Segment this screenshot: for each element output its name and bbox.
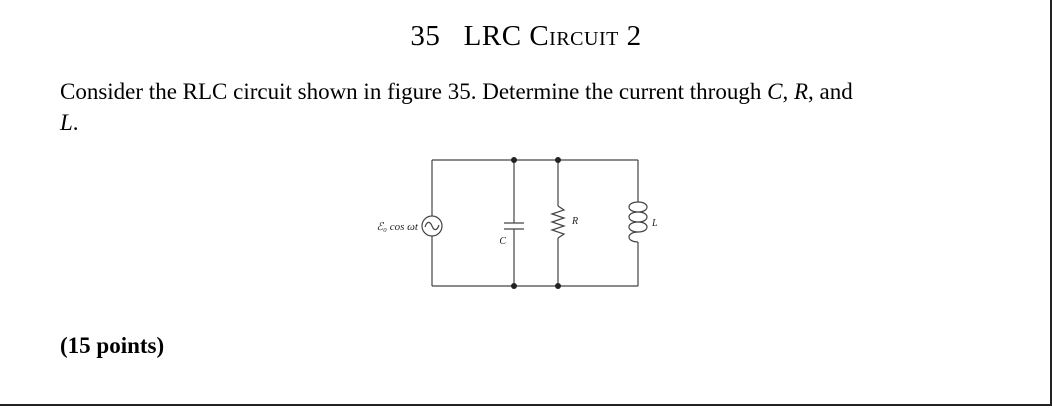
ac-source-icon [421, 215, 443, 237]
section-number: 35 [410, 20, 441, 52]
var-c: C [767, 79, 783, 104]
prompt-end: . [72, 110, 79, 135]
rlc-circuit-figure: ℰ₀ cos ωt C R L [377, 157, 658, 289]
sine-wave-icon [424, 221, 440, 231]
var-l: L [60, 110, 73, 135]
junction-dot [511, 157, 517, 163]
prompt-sep-2: , and [808, 79, 853, 104]
junction-dot [511, 283, 517, 289]
inductor-coil-icon [628, 201, 648, 243]
prompt-text: Consider the RLC circuit shown in figure… [60, 79, 768, 104]
points-label: (15 points) [60, 333, 165, 358]
var-r: R [793, 79, 808, 104]
section-title-caps: LRC [463, 20, 522, 52]
source-label: ℰ₀ cos ωt [377, 221, 419, 233]
inductor-label: L [651, 218, 658, 229]
resistor-label: R [571, 216, 578, 227]
problem-statement: Consider the RLC circuit shown in figure… [60, 76, 990, 138]
capacitor-label: C [499, 236, 506, 247]
section-title-rest: Circuit 2 [529, 20, 642, 52]
junction-dot [555, 283, 561, 289]
junction-dot [555, 157, 561, 163]
prompt-sep-1: , [782, 79, 794, 104]
section-heading: 35 LRC Circuit 2 [0, 20, 1052, 53]
resistor-zigzag-icon [550, 205, 566, 239]
